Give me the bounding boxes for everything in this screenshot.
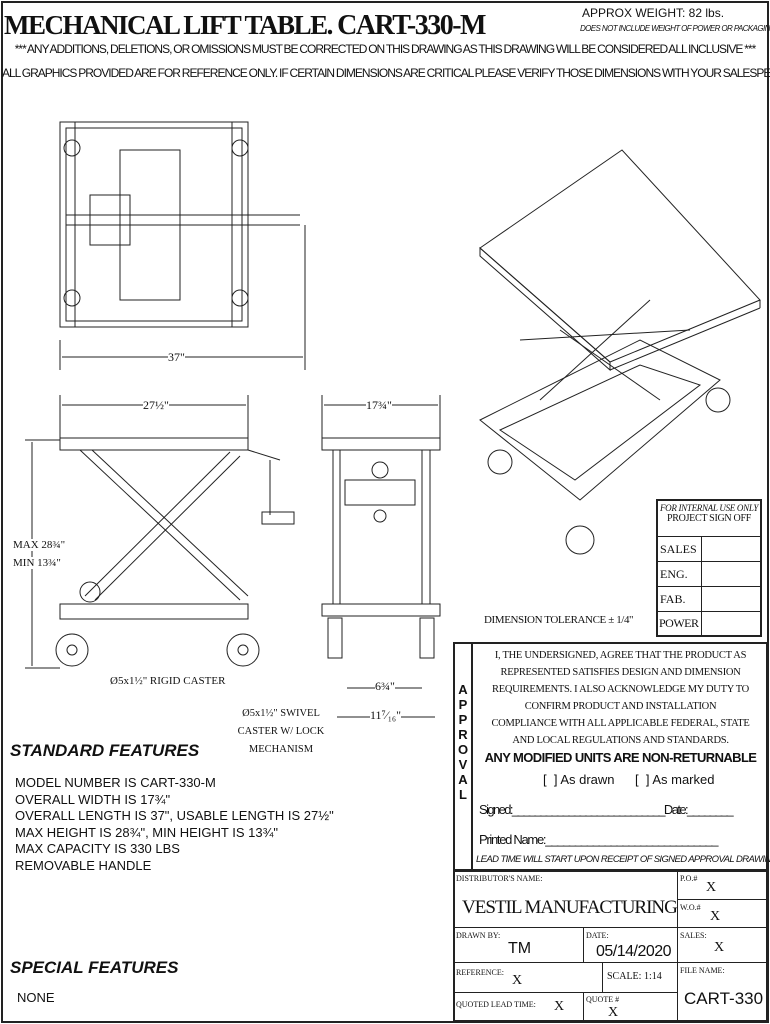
outer-width-dimension: 11⁷⁄₁₆" [370,708,402,723]
signoff-field[interactable] [702,537,760,561]
non-returnable-warning: ANY MODIFIED UNITS ARE NON-RETURNABLE [484,750,757,765]
quote-value: X [608,1005,619,1020]
approval-box: APPROVAL I, THE UNDERSIGNED, AGREE THAT … [453,642,770,871]
swivel-caster-label: Ø5x1½" SWIVEL CASTER W/ LOCK MECHANISM [232,705,330,759]
signoff-label: ENG. [658,562,702,586]
title-text: MECHANICAL LIFT TABLE. [4,10,333,40]
quote-cell: QUOTE #X [583,992,678,1022]
length-dimension: 37" [168,350,185,365]
drawn-by-value: TM [508,940,532,957]
po-label: P.O.# [680,874,698,883]
internal-use-label: FOR INTERNAL USE ONLY [659,503,759,513]
side-view [55,437,295,667]
feature-item: REMOVABLE HANDLE [15,857,152,873]
standard-features-heading: STANDARD FEATURES [10,741,200,760]
distributor-name: VESTIL MANUFACTURING [462,897,678,918]
quoted-lead-time-value: X [554,999,565,1014]
quoted-lead-time-label: QUOTED LEAD TIME: [456,1000,536,1009]
model-number: CART-330-M [337,10,486,41]
wo-cell: W.O.# X [677,899,768,928]
drawn-by-cell: DRAWN BY: TM [453,927,584,963]
rigid-caster-label: Ø5x1½" RIGID CASTER [110,675,226,687]
wo-value: X [710,909,721,924]
date-value: 05/14/2020 [596,943,672,960]
feature-item: MODEL NUMBER IS CART-330-M [15,775,216,790]
po-value: X [706,880,717,895]
dimension-tolerance: DIMENSION TOLERANCE ± 1/4" [484,614,634,626]
reference-label: REFERENCE: [456,968,505,977]
page-title: MECHANICAL LIFT TABLE. CART-330-M [4,10,486,42]
min-height-dimension: MIN 13¾" [13,557,61,569]
statement-line: AND LOCAL REGULATIONS AND STANDARDS. [512,735,729,746]
signoff-label: SALES [658,537,702,561]
signoff-row-sales: SALES [658,537,760,562]
usable-length-dimension: 27½" [143,398,169,413]
signed-date-field[interactable]: Signed:___________________________Date:_… [479,802,734,817]
swivel-line: CASTER W/ LOCK [237,726,325,737]
isometric-view [479,149,761,555]
scale-value: SCALE: 1:14 [607,971,662,982]
top-view [59,121,300,328]
statement-line: CONFIRM PRODUCT AND INSTALLATION [524,701,717,712]
signoff-label: FAB. [658,587,702,611]
inner-width-dimension: 6¾" [375,679,395,694]
sales-value: X [714,940,725,955]
sales-label: SALES: [680,931,707,940]
feature-item: MAX CAPACITY IS 330 LBS [15,841,180,856]
date-label: DATE: [586,931,609,940]
signoff-row-eng: ENG. [658,562,760,587]
reference-value: X [512,973,523,988]
quote-label: QUOTE # [586,995,620,1004]
distributor-label: DISTRIBUTOR'S NAME: [456,874,543,883]
lead-time-note: LEAD TIME WILL START UPON RECEIPT OF SIG… [476,854,770,865]
front-view [321,437,441,659]
special-features-heading: SPECIAL FEATURES [10,958,179,977]
statement-line: I, THE UNDERSIGNED, AGREE THAT THE PRODU… [494,650,747,661]
signoff-row-power: POWER [658,612,760,635]
file-name-cell: FILE NAME: CART-330 [677,962,768,1022]
date-cell: DATE: 05/14/2020 [583,927,678,963]
signoff-field[interactable] [702,562,760,586]
po-cell: P.O.# X [677,870,768,900]
swivel-line: MECHANISM [248,744,314,755]
sales-cell: SALES: X [677,927,768,963]
statement-line: REPRESENTED SATISFIES DESIGN AND DIMENSI… [500,667,741,678]
distributor-cell: DISTRIBUTOR'S NAME: VESTIL MANUFACTURING [453,870,678,928]
feature-item: MAX HEIGHT IS 28¾", MIN HEIGHT IS 13¾" [15,824,279,840]
signoff-title: PROJECT SIGN OFF [667,513,751,524]
printed-name-field[interactable]: Printed Name:___________________________… [479,832,718,847]
feature-item: OVERALL WIDTH IS 17¾" [15,791,171,807]
standard-features-list: MODEL NUMBER IS CART-330-M OVERALL WIDTH… [15,775,334,874]
signoff-field[interactable] [702,587,760,611]
weight-note: DOES NOT INCLUDE WEIGHT OF POWER OR PACK… [580,24,770,33]
approval-side-label: APPROVAL [455,644,473,869]
reference-cell: REFERENCE: X [453,962,603,993]
signoff-field[interactable] [702,612,760,635]
approx-weight: APPROX WEIGHT: 82 lbs. [582,6,725,20]
scale-cell: SCALE: 1:14 [602,962,678,993]
signoff-label: POWER [658,612,702,635]
approval-statement: I, THE UNDERSIGNED, AGREE THAT THE PRODU… [475,647,766,749]
width-dimension: 17¾" [366,398,392,413]
notice-reference: ALL GRAPHICS PROVIDED ARE FOR REFERENCE … [2,66,770,80]
special-feature-item: NONE [17,990,55,1005]
quoted-lead-time-cell: QUOTED LEAD TIME: X [453,992,584,1022]
notice-inclusive: *** ANY ADDITIONS, DELETIONS, OR OMISSIO… [14,42,757,56]
file-name-value: CART-330 [684,989,764,1008]
statement-line: REQUIREMENTS. I ALSO ACKNOWLEDGE MY DUTY… [492,684,749,695]
signoff-row-fab: FAB. [658,587,760,612]
statement-line: COMPLIANCE WITH ALL APPLICABLE FEDERAL, … [491,718,750,729]
wo-label: W.O.# [680,903,701,912]
as-marked-checkbox[interactable]: [ ] As marked [635,772,715,787]
drawn-by-label: DRAWN BY: [456,931,501,940]
swivel-line: Ø5x1½" SWIVEL [242,708,320,719]
project-signoff-box: FOR INTERNAL USE ONLY PROJECT SIGN OFF S… [656,499,762,637]
as-drawn-checkbox[interactable]: [ ] As drawn [543,772,615,787]
file-name-label: FILE NAME: [680,966,725,975]
feature-item: OVERALL LENGTH IS 37", USABLE LENGTH IS … [15,808,334,823]
signoff-header: FOR INTERNAL USE ONLY PROJECT SIGN OFF [658,501,760,537]
max-height-dimension: MAX 28¾" [13,539,66,551]
